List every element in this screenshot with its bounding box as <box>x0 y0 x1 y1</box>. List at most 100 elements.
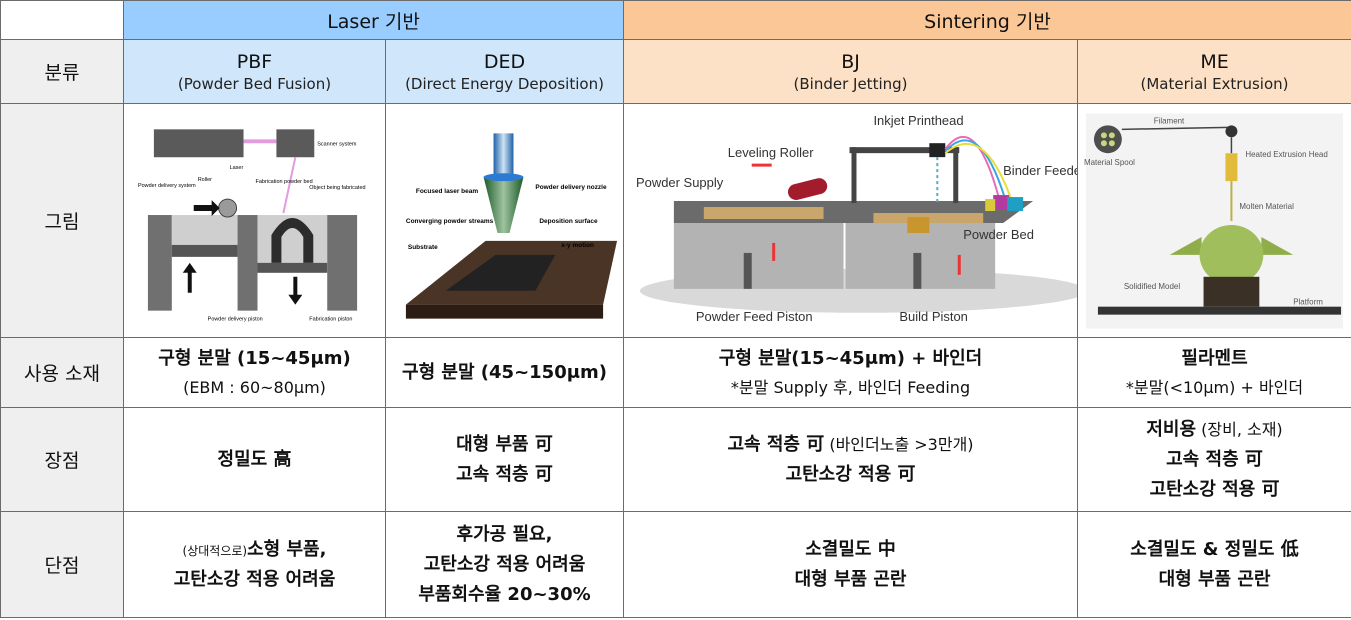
label-scanner: Scanner system <box>317 141 357 147</box>
cons-text: 소결밀도 & 정밀도 低 <box>1130 538 1299 560</box>
cons-text: 부품회수율 20~30% <box>418 583 591 605</box>
laser-beam <box>493 132 514 177</box>
group-title-laser: Laser 기반 <box>327 10 420 33</box>
powder-cup <box>907 216 930 233</box>
material-text: 필라멘트 <box>1181 347 1248 369</box>
cons-pbf: (상대적으로)소형 부품, 고탄소강 적용 어려움 <box>123 511 386 618</box>
group-title-sintering: Sintering 기반 <box>924 10 1051 33</box>
right-wall <box>327 214 358 311</box>
pros-text: 고속 적층 可 <box>727 433 825 455</box>
row-label-category: 분류 <box>0 39 124 104</box>
figure-me-cell: Filament Material Spool Heated Extrusion… <box>1077 103 1351 338</box>
cons-text: 소형 부품, <box>247 538 327 560</box>
cons-text: 고탄소강 적용 어려움 <box>173 568 336 590</box>
label-platform: Platform <box>1293 297 1323 306</box>
label-powder-bed: Powder Bed <box>963 226 1034 241</box>
category-abbr: BJ <box>841 50 860 73</box>
pros-text: 고탄소강 적용 可 <box>785 463 916 485</box>
category-full: (Direct Energy Deposition) <box>405 74 604 93</box>
label-feed-piston: Powder Feed Piston <box>696 308 813 323</box>
group-header-laser: Laser 기반 <box>122 0 625 40</box>
material-note: (EBM : 60~80μm) <box>183 377 326 397</box>
label-fab-piston: Fabrication piston <box>309 316 352 322</box>
material-bj: 구형 분말(15~45μm) + 바인더 *분말 Supply 후, 바인더 F… <box>623 337 1079 408</box>
material-note: *분말 Supply 후, 바인더 Feeding <box>730 377 971 397</box>
label-build-piston: Build Piston <box>899 308 968 323</box>
corner-cell <box>0 0 124 40</box>
supply-piston-plate <box>171 244 238 257</box>
up-arrow <box>182 262 197 293</box>
material-text: 구형 분말 (45~150μm) <box>402 361 607 383</box>
nozzle-ring <box>483 172 524 181</box>
scanner-box <box>276 128 315 157</box>
cons-text: 소결밀도 中 <box>805 538 896 560</box>
model-body <box>1203 276 1260 307</box>
printhead <box>929 142 946 157</box>
supply-powder <box>171 214 238 245</box>
label-inkjet: Inkjet Printhead <box>873 113 963 128</box>
category-bj: BJ (Binder Jetting) <box>623 39 1079 104</box>
feed-chamber <box>673 222 844 289</box>
label-focused: Focused laser beam <box>416 188 478 195</box>
pros-me: 저비용 (장비, 소재) 고속 적층 可 고탄소강 적용 可 <box>1077 407 1351 512</box>
label-laser: Laser <box>230 165 244 171</box>
laser-beam-down <box>282 156 297 213</box>
pros-text: 고속 적층 可 <box>456 463 553 485</box>
cons-note: (상대적으로) <box>182 543 248 558</box>
leveling-roller <box>788 177 828 200</box>
label-deposition: Deposition surface <box>539 217 598 224</box>
pros-note: (바인더노출 >3만개) <box>824 434 974 454</box>
filament-line <box>1121 126 1230 130</box>
label-molten: Molten Material <box>1239 202 1294 211</box>
pros-text: 고탄소강 적용 可 <box>1149 478 1280 500</box>
label-substrate: Substrate <box>408 243 438 250</box>
row-label-cons: 단점 <box>0 511 124 618</box>
left-ear <box>1169 236 1202 255</box>
cons-text: 고탄소강 적용 어려움 <box>423 553 586 575</box>
material-spool <box>1093 124 1122 153</box>
category-abbr: ME <box>1200 50 1229 73</box>
pros-line: 고속 적층 可 (바인더노출 >3만개) <box>624 430 1077 460</box>
label-converging: Converging powder streams <box>406 217 494 224</box>
filament-guide <box>1225 124 1238 137</box>
substrate-side <box>405 304 604 319</box>
category-me: ME (Material Extrusion) <box>1077 39 1351 104</box>
group-header-sintering: Sintering 기반 <box>623 0 1351 40</box>
down-arrow <box>288 276 303 305</box>
roller-circle <box>218 198 238 218</box>
cons-me: 소결밀도 & 정밀도 低 대형 부품 곤란 <box>1077 511 1351 618</box>
cons-text: 대형 부품 곤란 <box>1158 568 1271 590</box>
row-label-material: 사용 소재 <box>0 337 124 408</box>
pros-pbf: 정밀도 高 <box>123 407 386 512</box>
pros-ded: 대형 부품 可 고속 적층 可 <box>384 407 625 512</box>
extrusion-head <box>1225 152 1238 181</box>
ded-diagram: Focused laser beam Powder delivery nozzl… <box>405 132 618 319</box>
feeder-magenta <box>993 194 1010 209</box>
gantry-top <box>849 146 960 153</box>
build-piston-plate <box>257 262 328 273</box>
material-pbf: 구형 분말 (15~45μm) (EBM : 60~80μm) <box>123 337 386 408</box>
material-text: 구형 분말 (15~45μm) <box>158 347 351 369</box>
label-nozzle: Powder delivery nozzle <box>535 184 607 191</box>
cons-bj: 소결밀도 中 대형 부품 곤란 <box>623 511 1079 618</box>
label-xy: x-y motion <box>561 241 594 248</box>
pbf-diagram: Scanner system Laser Roller Powder deliv… <box>138 128 366 322</box>
spool-dot-1 <box>1100 131 1107 138</box>
spool-dot-3 <box>1100 139 1107 146</box>
label-roller: Roller <box>198 177 212 183</box>
cons-text: 대형 부품 곤란 <box>794 568 907 590</box>
label-object: Object being fabricated <box>309 185 365 191</box>
spool-dot-4 <box>1108 139 1115 146</box>
category-full: (Binder Jetting) <box>793 74 908 93</box>
bj-diagram: Leveling Roller Inkjet Printhead Powder … <box>636 113 1078 323</box>
label-powder-supply: Powder Supply <box>636 175 724 190</box>
build-piston-rod <box>913 252 922 289</box>
label-powder-delivery: Powder delivery system <box>138 183 196 189</box>
pros-text: 저비용 <box>1146 418 1197 440</box>
pros-line: 저비용 (장비, 소재) <box>1078 415 1351 445</box>
right-ear <box>1261 236 1294 255</box>
label-heated: Heated Extrusion Head <box>1245 150 1327 159</box>
label-solidified: Solidified Model <box>1124 281 1180 290</box>
cons-ded: 후가공 필요, 고탄소강 적용 어려움 부품회수율 20~30% <box>384 511 625 618</box>
